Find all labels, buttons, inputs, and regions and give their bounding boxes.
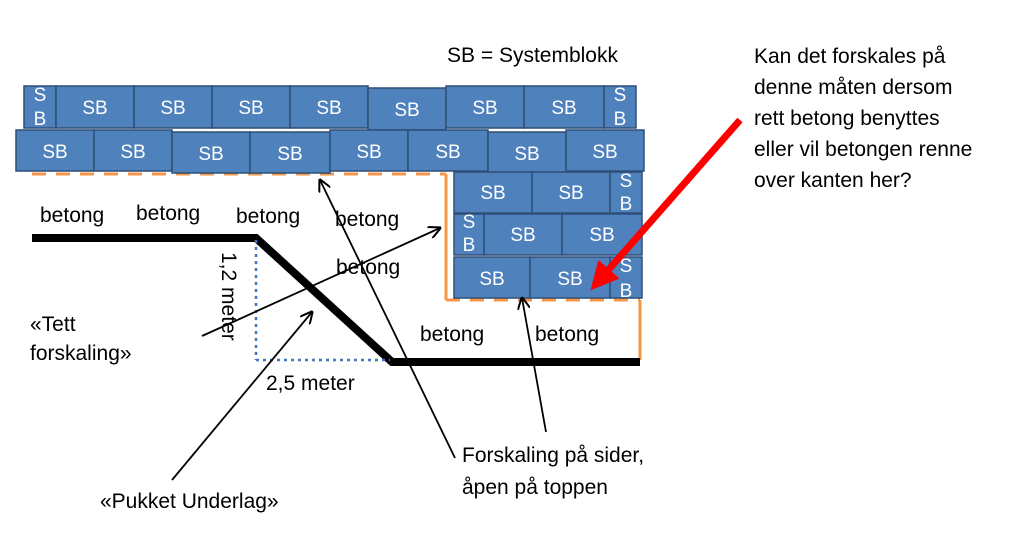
svg-text:S: S	[620, 171, 633, 192]
block: S B	[23, 85, 57, 130]
block: SB	[93, 129, 173, 172]
svg-text:B: B	[620, 194, 633, 215]
block: SB	[483, 213, 563, 256]
svg-text:SB: SB	[120, 142, 145, 163]
block: SB	[171, 131, 251, 174]
block: SB	[55, 85, 135, 129]
block: SB	[523, 85, 605, 129]
svg-text:SB: SB	[551, 98, 576, 119]
legend-text: SB = Systemblokk	[447, 44, 618, 67]
svg-text:SB: SB	[557, 269, 582, 290]
pointer-arrows	[171, 180, 547, 481]
block: S B	[453, 212, 485, 256]
block: SB	[211, 85, 291, 129]
svg-text:SB: SB	[480, 183, 505, 204]
svg-text:SB: SB	[356, 142, 381, 163]
block: S B	[603, 85, 637, 130]
svg-text:B: B	[463, 235, 476, 256]
block: SB	[289, 85, 369, 129]
question-text: Kan det forskales på denne måten dersom …	[754, 45, 978, 192]
arrow-forskaling-top	[320, 180, 456, 459]
block: SB	[445, 85, 525, 129]
svg-text:SB: SB	[394, 100, 419, 121]
ground-profile	[32, 234, 640, 366]
svg-text:SB: SB	[198, 144, 223, 165]
block: SB	[367, 87, 447, 131]
forskaling-sider-label: Forskaling på sider, åpen på toppen	[462, 444, 650, 499]
red-arrow	[590, 117, 743, 291]
betong-label: betong	[420, 323, 484, 346]
svg-text:SB: SB	[589, 225, 614, 246]
pukket-underlag-label: «Pukket Underlag»	[100, 490, 279, 513]
betong-label: betong	[535, 323, 599, 346]
svg-text:B: B	[614, 109, 627, 130]
block-wall: S B SB SB SB SB SB SB SB S B SB SB SB SB…	[15, 85, 645, 302]
betong-label: betong	[136, 202, 200, 225]
block: SB	[15, 129, 95, 172]
block: SB	[565, 129, 645, 172]
svg-text:SB: SB	[160, 98, 185, 119]
arrow-pukket-underlag	[171, 312, 312, 481]
arrow-tett-forskaling	[201, 228, 440, 337]
arrow-forskaling-bottom	[522, 298, 547, 433]
block: SB	[531, 171, 611, 214]
svg-text:SB: SB	[277, 144, 302, 165]
betong-label: betong	[336, 256, 400, 279]
block: SB	[453, 171, 533, 214]
svg-text:S: S	[614, 85, 627, 106]
block: SB	[487, 131, 567, 174]
svg-text:B: B	[34, 109, 47, 130]
svg-text:SB: SB	[435, 142, 460, 163]
betong-label: betong	[335, 208, 399, 231]
block: S B	[609, 171, 643, 215]
svg-text:S: S	[620, 256, 633, 277]
tett-forskaling-label: «Tett forskaling»	[30, 313, 132, 365]
betong-label: betong	[236, 205, 300, 228]
svg-text:SB: SB	[472, 98, 497, 119]
formwork-lines	[32, 172, 642, 360]
block: SB	[407, 129, 489, 172]
svg-text:B: B	[620, 281, 633, 302]
length-label: 2,5 meter	[266, 372, 355, 395]
block: SB	[133, 85, 213, 129]
svg-text:SB: SB	[510, 225, 535, 246]
svg-text:SB: SB	[42, 142, 67, 163]
height-label: 1,2 meter	[217, 252, 240, 341]
svg-text:SB: SB	[479, 269, 504, 290]
svg-text:S: S	[34, 85, 47, 106]
svg-text:SB: SB	[316, 98, 341, 119]
svg-text:SB: SB	[82, 98, 107, 119]
svg-text:SB: SB	[238, 98, 263, 119]
svg-text:S: S	[463, 212, 476, 233]
svg-text:SB: SB	[558, 183, 583, 204]
betong-label: betong	[40, 204, 104, 227]
block: SB	[329, 129, 409, 172]
block: SB	[249, 131, 331, 174]
svg-text:SB: SB	[592, 142, 617, 163]
svg-text:SB: SB	[514, 144, 539, 165]
block: SB	[453, 256, 531, 299]
